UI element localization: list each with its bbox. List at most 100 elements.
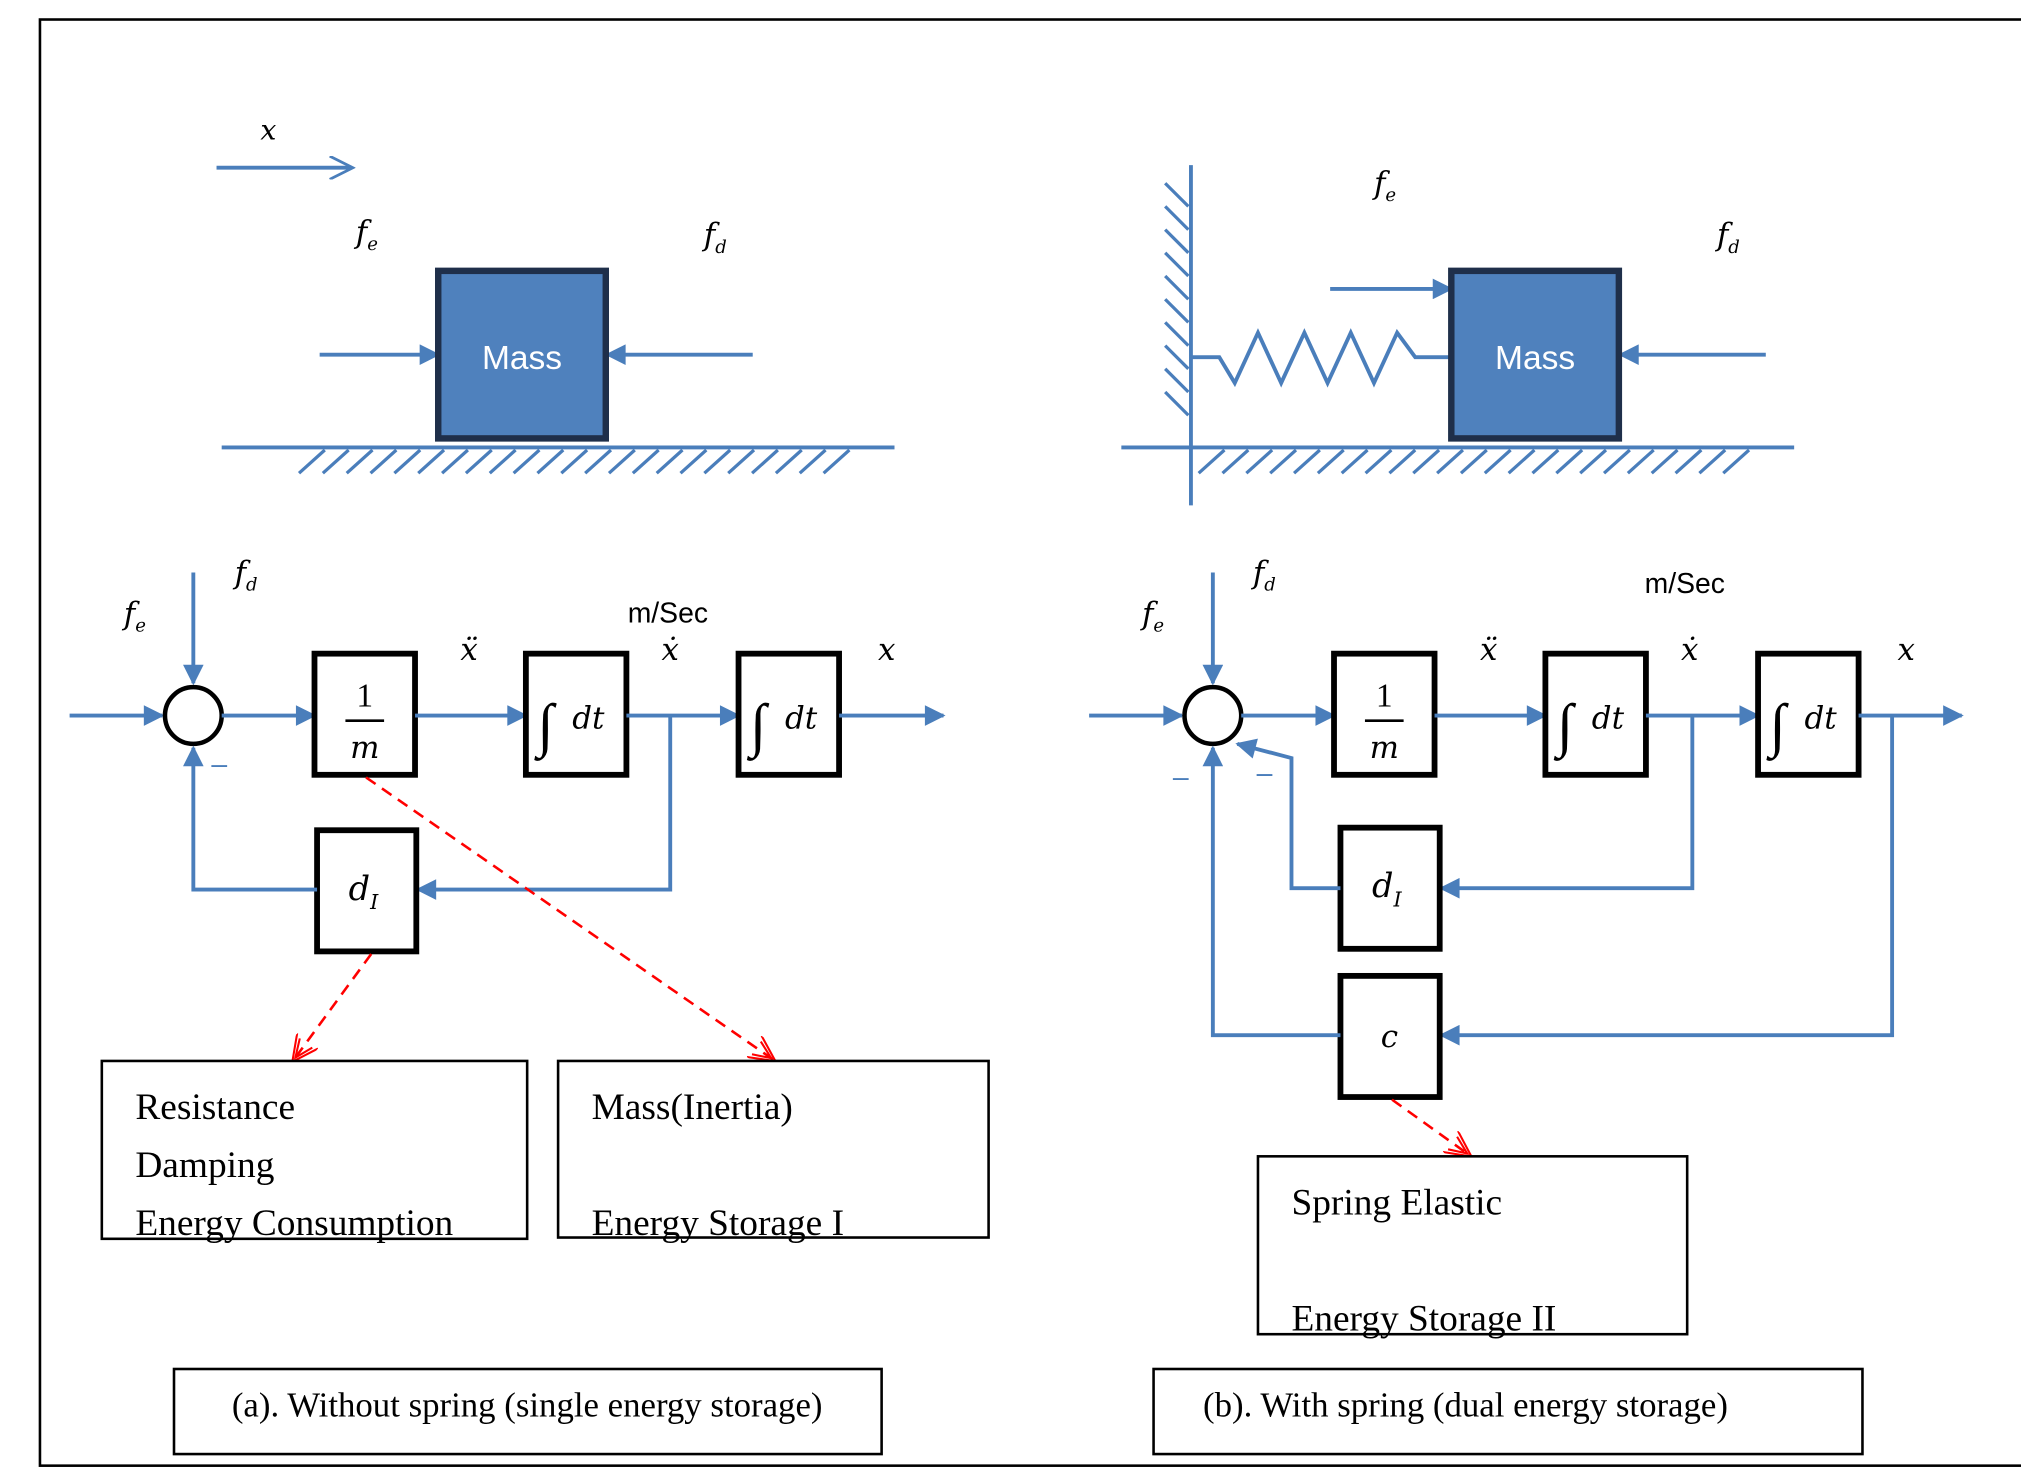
- spring-block-label-b: c: [1381, 1019, 1398, 1055]
- hatch-mark: [1364, 448, 1393, 475]
- output-label: x: [878, 632, 895, 668]
- hatch-mark: [774, 448, 803, 475]
- caption-b: (b). With spring (dual energy storage): [1203, 1386, 1728, 1425]
- force-e-label-b: fe: [1372, 166, 1396, 207]
- force-d-label-b: fd: [1715, 217, 1740, 258]
- hatch-mark: [345, 448, 374, 475]
- hatch-mark: [464, 448, 493, 475]
- spring: [1190, 328, 1452, 388]
- output-label-b: x: [1898, 632, 1915, 668]
- gain-numerator-b: 1: [1376, 677, 1393, 714]
- note-spring-line2: Energy Storage II: [1291, 1298, 1556, 1339]
- annotation-mass-arrow: [365, 776, 773, 1059]
- panel-a-physical: x fe fd Mass: [216, 113, 895, 475]
- hatch-mark: [1164, 251, 1190, 278]
- hatch-mark: [1221, 448, 1250, 475]
- input-fe-label: fe: [122, 596, 146, 637]
- hatch-mark: [441, 448, 469, 475]
- minus-sign: –: [211, 749, 227, 781]
- integral-sign-2-b: ∫: [1766, 692, 1790, 761]
- hatch-mark: [1164, 344, 1190, 370]
- hatch-mark: [1579, 448, 1608, 475]
- hatch-mark: [393, 448, 422, 475]
- hatch-mark: [1650, 448, 1679, 475]
- mass-block: [435, 267, 610, 442]
- hatch-mark: [750, 448, 779, 475]
- hatch-mark: [1602, 448, 1631, 475]
- velocity-label-b: ẋ: [1681, 632, 1698, 668]
- input-fd-label-b: fd: [1251, 555, 1276, 596]
- hatch-mark: [631, 448, 660, 475]
- hatch-mark: [321, 448, 350, 475]
- annotation-damping-arrow: [294, 953, 373, 1060]
- ground-hatch-b: [1197, 448, 1751, 475]
- caption-a: (a). Without spring (single energy stora…: [232, 1386, 823, 1425]
- hatch-mark: [1164, 182, 1190, 208]
- caption-a-box: [172, 1367, 883, 1456]
- mass-label: Mass: [482, 340, 562, 377]
- caption-b-box: [1152, 1367, 1864, 1456]
- hatch-mark: [1316, 448, 1345, 475]
- hatch-mark: [417, 448, 446, 475]
- hatch-mark: [822, 448, 851, 475]
- note-damping-line1: Resistance: [135, 1087, 295, 1128]
- hatch-mark: [1531, 448, 1560, 475]
- hatch-mark: [1164, 367, 1190, 394]
- mass-label-b: Mass: [1495, 340, 1575, 377]
- damping-label-b: dI: [1372, 866, 1402, 911]
- force-e-label: fe: [354, 214, 378, 255]
- mass-block-b: [1448, 267, 1623, 442]
- panel-b-block-diagram: fe fd – – 1 m ẍ ∫ dt m/Sec ẋ ∫ dt x dI c: [1089, 555, 1964, 1339]
- panel-a-block-diagram: fe fd – 1 m ẍ ∫ dt m/Sec ẋ ∫ dt x dI Res…: [69, 555, 990, 1244]
- integrator-1-label-b: dt: [1592, 700, 1625, 736]
- hatch-mark: [1483, 448, 1512, 475]
- summing-junction-b: [1182, 684, 1244, 747]
- hatch-mark: [1412, 448, 1441, 475]
- integrator-1: [522, 650, 630, 778]
- integrator-1-label: dt: [572, 700, 605, 736]
- velocity-unit-b: m/Sec: [1645, 568, 1725, 600]
- hatch-mark: [512, 448, 541, 475]
- hatch-mark: [1555, 448, 1584, 475]
- wall-hatch: [1164, 182, 1190, 417]
- note-damping-box: [100, 1059, 529, 1241]
- hatch-mark: [1164, 274, 1190, 301]
- hatch-mark: [1164, 228, 1190, 254]
- direction-label: x: [260, 113, 276, 146]
- hatch-mark: [1164, 298, 1190, 324]
- annotation-spring-arrow: [1391, 1098, 1469, 1155]
- velocity-label: ẋ: [662, 632, 679, 668]
- note-damping-line2: Damping: [135, 1145, 274, 1186]
- hatch-mark: [1197, 448, 1226, 475]
- velocity-feedback-path: [415, 715, 673, 900]
- hatch-mark: [727, 448, 756, 475]
- gain-denominator-b: m: [1370, 730, 1399, 766]
- hatch-mark: [1507, 448, 1536, 475]
- panel-b-physical: fe fd Mass: [1121, 165, 1795, 506]
- hatch-mark: [1436, 448, 1464, 475]
- hatch-mark: [1698, 448, 1727, 475]
- hatch-mark: [297, 448, 326, 475]
- integrator-1-b: [1542, 650, 1649, 778]
- integrator-2-label: dt: [785, 700, 818, 736]
- hatch-mark: [1340, 448, 1369, 475]
- outer-frame: [38, 18, 2021, 1467]
- input-fd-label: fd: [233, 555, 258, 596]
- gain-block-b: [1331, 650, 1438, 778]
- integrator-2-label-b: dt: [1804, 700, 1837, 736]
- integral-sign-1: ∫: [533, 692, 557, 761]
- hatch-mark: [1245, 448, 1274, 475]
- hatch-mark: [1388, 448, 1417, 475]
- hatch-mark: [1164, 390, 1190, 417]
- gain-denominator: m: [350, 730, 379, 766]
- hatch-mark: [584, 448, 613, 475]
- hatch-mark: [798, 448, 827, 475]
- hatch-mark: [1722, 448, 1751, 475]
- hatch-mark: [369, 448, 398, 475]
- hatch-mark: [1164, 205, 1190, 231]
- position-feedback-path-b: [1438, 715, 1895, 1046]
- hatch-mark: [1164, 321, 1190, 347]
- damping-block: [314, 827, 420, 955]
- note-spring-line1: Spring Elastic: [1291, 1182, 1502, 1223]
